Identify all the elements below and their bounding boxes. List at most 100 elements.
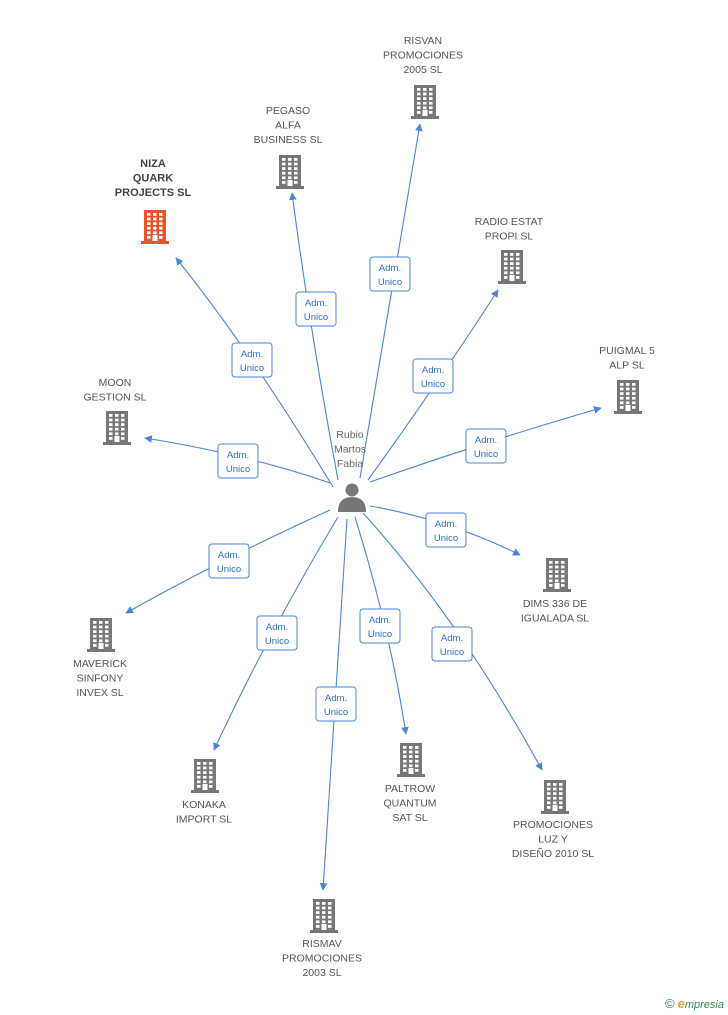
relation-box-pegaso[interactable]: Adm. Unico [295,291,337,327]
building-icon [411,85,439,119]
relation-label: Adm. [435,519,457,530]
company-label-radio: RADIO ESTAT [475,216,544,228]
company-node-radio[interactable]: RADIO ESTAT PROPI SL [475,216,544,284]
relation-label: Unico [440,647,464,658]
company-label-risvan: RISVAN [404,35,442,47]
edge-risvan [359,123,423,479]
relation-box-puigmal[interactable]: Adm. Unico [465,428,507,464]
building-icon [543,558,571,592]
company-node-maverick[interactable]: MAVERICK SINFONY INVEX SL [73,618,127,699]
company-label-niza: PROJECTS SL [115,187,192,199]
brand-initial: e [677,996,685,1011]
company-label-paltrow: QUANTUM [383,798,436,810]
company-label-paltrow: PALTROW [385,783,435,795]
company-label-promociones: LUZ Y [538,834,568,846]
company-label-dims: IGUALADA SL [521,613,589,625]
company-label-paltrow: SAT SL [392,812,427,824]
company-node-paltrow[interactable]: PALTROW QUANTUM SAT SL [383,743,437,824]
company-label-pegaso: PEGASO [266,105,310,117]
building-icon [541,780,569,814]
building-icon [276,155,304,189]
relation-label: Unico [265,636,289,647]
footer-brand[interactable]: © empresia [665,996,724,1011]
building-icon [103,411,131,445]
relation-box-niza[interactable]: Adm. Unico [231,342,273,378]
relation-label: Unico [434,533,458,544]
relation-label: Adm. [266,622,288,633]
person-name-label: Rubio [336,429,364,441]
relation-box-moon[interactable]: Adm. Unico [217,443,259,479]
company-label-puigmal: ALP SL [609,360,645,372]
company-node-pegaso[interactable]: PEGASO ALFA BUSINESS SL [254,105,323,189]
relation-box-dims[interactable]: Adm. Unico [425,512,467,548]
building-icon [191,759,219,793]
relations-layer: Adm.UnicoAdm.UnicoAdm.UnicoAdm.UnicoAdm.… [208,256,507,722]
relation-label: Adm. [441,633,463,644]
company-label-maverick: SINFONY [77,673,124,685]
company-label-maverick: INVEX SL [76,687,123,699]
company-node-niza[interactable]: NIZA QUARK PROJECTS SL [115,158,192,244]
building-icon [614,380,642,414]
company-node-puigmal[interactable]: PUIGMAL 5 ALP SL [599,345,655,414]
company-label-rismav: PROMOCIONES [282,953,362,965]
relation-label: Adm. [422,365,444,376]
company-label-puigmal: PUIGMAL 5 [599,345,655,357]
relation-label: Unico [217,564,241,575]
relation-label: Adm. [305,298,327,309]
relation-box-konaka[interactable]: Adm. Unico [256,615,298,651]
building-icon [87,618,115,652]
building-icon [141,210,169,244]
person-icon [338,483,366,512]
company-label-dims: DIMS 336 DE [523,598,587,610]
relation-label: Adm. [227,450,249,461]
company-label-rismav: 2003 SL [302,967,341,979]
relation-label: Adm. [325,693,347,704]
company-label-maverick: MAVERICK [73,658,127,670]
building-icon [397,743,425,777]
relation-label: Adm. [475,435,497,446]
relation-label: Unico [421,379,445,390]
building-icon [498,250,526,284]
company-label-konaka: KONAKA [182,799,226,811]
building-icon [310,899,338,933]
relation-box-radio[interactable]: Adm. Unico [412,358,454,394]
relation-label: Adm. [369,615,391,626]
relation-box-risvan[interactable]: Adm. Unico [369,256,411,292]
company-label-pegaso: ALFA [275,120,301,132]
company-label-promociones: PROMOCIONES [513,819,593,831]
company-label-pegaso: BUSINESS SL [254,134,323,146]
company-label-niza: NIZA [140,158,166,170]
relation-label: Unico [474,449,498,460]
copyright-icon: © [664,996,675,1011]
company-node-rismav[interactable]: RISMAV PROMOCIONES 2003 SL [282,899,362,979]
relation-box-promociones[interactable]: Adm. Unico [431,626,473,662]
relation-label: Unico [226,464,250,475]
relation-label: Unico [378,277,402,288]
relation-label: Adm. [379,263,401,274]
nodes-layer: NIZA QUARK PROJECTS SL PEGASO ALFA BUSINESS S… [73,35,655,979]
company-label-risvan: PROMOCIONES [383,50,463,62]
edge-pegaso [289,192,339,481]
company-label-moon: MOON [99,377,132,389]
company-node-dims[interactable]: DIMS 336 DE IGUALADA SL [521,558,589,625]
company-label-rismav: RISMAV [302,938,341,950]
relation-label: Adm. [241,349,263,360]
relation-label: Adm. [218,550,240,561]
company-label-niza: QUARK [133,173,173,185]
company-label-radio: PROPI SL [485,231,534,243]
relation-label: Unico [240,363,264,374]
relation-box-paltrow[interactable]: Adm.Unico [359,608,401,644]
brand-name: mpresia [684,999,724,1011]
relation-box-maverick[interactable]: Adm. Unico [208,543,250,579]
company-label-promociones: DISEÑO 2010 SL [512,847,594,860]
relation-box-rismav[interactable]: Adm. Unico [315,686,357,722]
relation-label: Unico [304,312,328,323]
person-name-label: Martos [334,444,366,456]
relation-label: Unico [324,707,348,718]
